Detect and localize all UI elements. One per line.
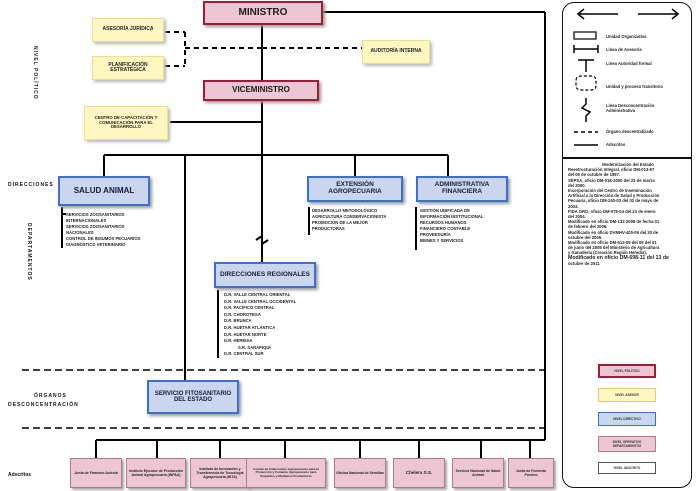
salud-animal-box: SALUD ANIMAL (58, 176, 150, 206)
level-label-direcciones: DIRECCIONES (8, 182, 54, 188)
legend-item-label: Unidad y proceso transitorio (606, 84, 664, 89)
list-item: D.R. BRUNCA (224, 318, 252, 324)
list-item: RECURSOS HUMANOS (420, 220, 467, 225)
note-line: Modificado en oficio DM-513-09 del 09 de… (568, 240, 657, 246)
list-item: D.R. HUETAR ATLÁNTICA (224, 324, 276, 330)
list-item: BIENES Y SERVICIOS (420, 238, 464, 243)
list-item: PROMOCIÓN DE LA MEJOR (312, 220, 368, 225)
administrativa-departamentos-list: GESTIÓN UNIFICADA DE INFORMACIÓN INSTITU… (420, 208, 484, 244)
list-item: D.R. HUETAR NORTE (224, 331, 267, 337)
adscrito-box: Instituto de Innovación y Transferencia … (190, 458, 250, 488)
note-line: FIDA GRO, oficio DM-075-04 del 23 de ene… (568, 208, 656, 214)
list-item: PRODUCTORAS (312, 226, 345, 231)
list-item: INFORMACIÓN INSTITUCIONAL (420, 214, 484, 219)
note-line: de febrero del 2006. (568, 224, 608, 230)
level-label-politico: NIVEL POLÍTICO (32, 46, 38, 100)
list-item: AGRICULTURA CONSERVACIONISTA (312, 214, 387, 219)
legend-notes: Modernización del Estado Reestructuració… (568, 162, 688, 266)
direcciones-regionales-box: DIRECCIONES REGIONALES (214, 262, 316, 288)
regionales-list: D.R. VALLE CENTRAL ORIENTAL D.R. VALLE C… (224, 292, 296, 358)
note-line: octubre del 2006. (568, 234, 603, 240)
note-line: Modificado en oficio DM-132-2006 de fech… (568, 219, 660, 225)
list-item: PROVEEDURÍA (420, 232, 451, 237)
note-line: del 09 de octubre de 1997. (568, 172, 621, 178)
centro-capacitacion-box: CENTRO DE CAPACITACIÓN Y COMUNICACIÓN PA… (84, 106, 168, 140)
legend-item-label: Adscritos (606, 142, 626, 147)
legend-item-label: Órgano descentralizado (606, 129, 654, 134)
note-line: del 2004. (568, 214, 586, 220)
list-item: S.R. SARAPIQUÍ (238, 344, 271, 350)
note-line: de junio del 2009 del Ministerio de Agri… (568, 245, 660, 251)
legend-panel (562, 2, 692, 488)
note-line: Incorporación del Centro de Inseminación (568, 188, 652, 194)
list-item: SERVICIOS ZOOSANITARIOS (66, 212, 125, 217)
legend-item-label: Línea de Asesoría (606, 47, 642, 52)
salud-departamentos-list: SERVICIOS ZOOSANITARIOS INTERNACIONALES … (66, 212, 140, 248)
ministro-box: MINISTRO (203, 1, 323, 25)
adscrito-box: Junta de Fomento Porcino (508, 458, 554, 488)
extension-departamentos-list: DESARROLLO METODOLÓGICO AGRICULTURA CONS… (312, 208, 386, 232)
viceministro-box: VICEMINISTRO (203, 80, 319, 101)
note-line: 2003. (568, 203, 579, 209)
list-item: D.R. PACÍFICO CENTRAL (224, 305, 275, 311)
administrativa-financiera-box: ADMINISTRATIVA FINANCIERA (416, 176, 508, 202)
legend-item-label: Línea Desconcentración Administrativa (606, 103, 655, 113)
list-item: NACIONALES (66, 230, 94, 235)
adscrito-box: Comité de Fideicomiso Agropecuario para … (246, 458, 326, 488)
legend-item-label: Unidad Organizativa (606, 34, 647, 39)
list-item: D.R. VALLE CENTRAL ORIENTAL (224, 292, 291, 297)
legend-item-label: Línea Autoridad formal (606, 61, 652, 66)
note-line: Reestructuración Integral, oficio DM-013… (568, 167, 655, 173)
adscrito-box: Instituto Ejecutor de Producción Animal … (126, 458, 186, 488)
auditoria-interna-box: AUDITORÍA INTERNA (362, 40, 430, 64)
note-line: octubre de 2011 (568, 260, 600, 266)
key-nivel-directivo: NIVEL DIRECTIVO (598, 412, 656, 426)
list-item: FINANCIERO CONTABLE (420, 226, 471, 231)
key-nivel-asesor: NIVEL ASESOR (598, 388, 656, 402)
extension-agropecuaria-box: EXTENSIÓN AGROPECUARIA (307, 176, 403, 202)
key-nivel-operativo: NIVEL OPERATIVO DEPARTAMENTOS (598, 436, 656, 452)
level-label-adscritos: Adscritos (8, 472, 32, 478)
legend-arrows-icon (576, 8, 680, 20)
note-line: Pecuaria, oficio DM-240-03 del 02 de may… (568, 198, 659, 204)
list-item: D.R. HEREDIA (224, 338, 253, 344)
planificacion-estrategica-box: PLANIFICACIÓN ESTRATÉGICA (92, 56, 164, 80)
legend-divider (563, 157, 691, 159)
adscrito-box: Junta de Fomento Avícola (70, 458, 122, 488)
list-item: D.R. VALLE CENTRAL OCCIDENTAL (224, 298, 297, 304)
asesoria-juridica-box: ASESORÍA JURÍDICA (92, 18, 164, 42)
list-item: DESARROLLO METODOLÓGICO (312, 208, 378, 213)
list-item: DIAGNÓSTICO VETERINARIO (66, 242, 126, 247)
list-item: D.R. CHOROTEGA (224, 311, 261, 317)
list-item: INTERNACIONALES (66, 218, 107, 223)
legend-symbols (573, 31, 599, 146)
list-item: GESTIÓN UNIFICADA DE (420, 208, 470, 213)
level-label-organos: ÓRGANOS (34, 393, 67, 399)
list-item: CONTROL DE INSUMOS PECUARIOS (66, 236, 141, 241)
list-item: D.R. CENTRAL SUR (224, 351, 264, 357)
level-label-desconcentracion: DESCONCENTRACIÓN (8, 402, 79, 408)
note-line: Modificado en oficio DM-698-11 del 13 de (568, 254, 669, 261)
note-line: Modificado en oficio DVMHV-400-06 del 20… (568, 229, 659, 235)
note-line: del 2000. (568, 182, 586, 188)
servicio-fitosanitario-box: SERVICIO FITOSANITARIO DEL ESTADO (147, 380, 239, 414)
adscrito-box: Chelera S.S. (393, 458, 445, 488)
key-nivel-adscrito: NIVEL ADSCRITO (598, 462, 656, 474)
note-line: Artificial a la Dirección de Salud y Pro… (568, 193, 660, 199)
note-line: y Ganadería (Creación Región Heredia). (568, 250, 647, 256)
level-label-departamentos: DEPARTAMENTOS (26, 223, 32, 281)
note-line: SEPSA, oficio DM-018-2000 del 23 de marz… (568, 177, 656, 183)
list-item: SERVICIOS ZOOSANITARIOS (66, 224, 125, 229)
adscrito-box: Servicio Nacional de Salud Animal (452, 458, 504, 488)
key-nivel-politico: NIVEL POLÍTICO (598, 364, 656, 378)
adscrito-box: Oficina Nacional de Semillas (334, 458, 386, 488)
note-line: Modernización del Estado (602, 162, 654, 167)
